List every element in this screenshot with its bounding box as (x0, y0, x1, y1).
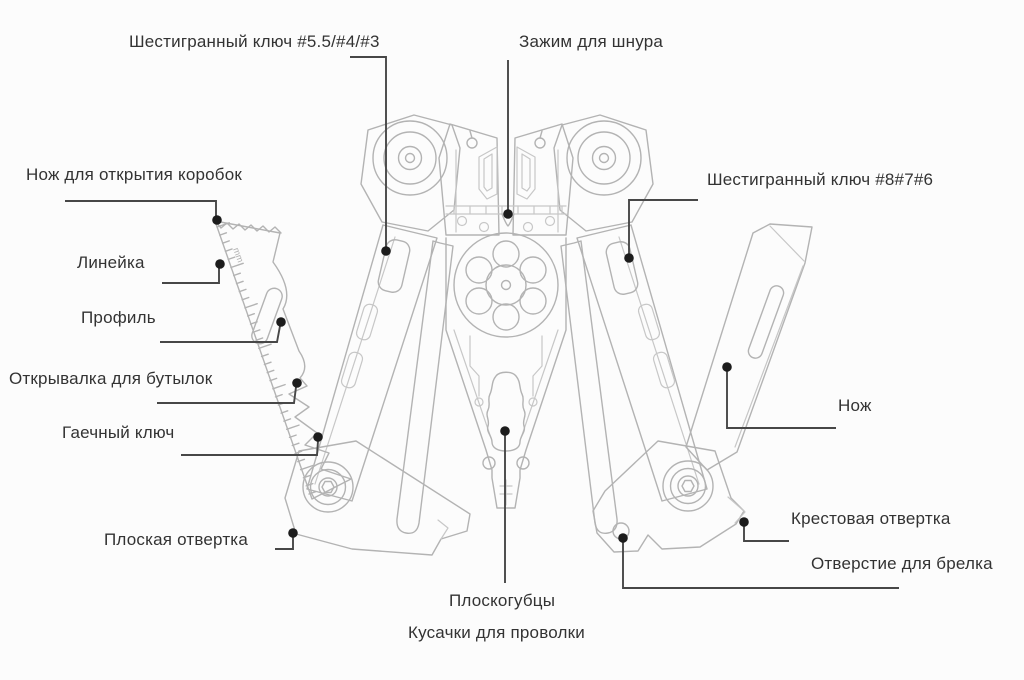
label-profile: Профиль (81, 308, 156, 327)
leader-hex-key-large (628, 199, 698, 254)
plier-jaws-lower-drawing (445, 237, 567, 509)
right-handle-drawing (560, 224, 708, 534)
left-pivot-head-drawing (360, 114, 461, 232)
label-pliers: Плоскогубцы (449, 591, 556, 610)
label-bottle-opener: Открывалка для бутылок (9, 369, 213, 388)
ruler-arm-drawing: mm (214, 220, 352, 500)
leader-flat-screwdriver (275, 537, 294, 550)
plier-head-upper-drawing (438, 123, 574, 236)
dot-pliers (500, 426, 510, 436)
leader-phillips (743, 526, 789, 542)
leader-box-knife (65, 200, 217, 217)
label-box-knife: Нож для открытия коробок (26, 165, 243, 184)
dot-profile (276, 317, 286, 327)
right-bottom-pivot-drawing (592, 440, 746, 553)
left-handle-drawing (306, 224, 454, 534)
label-flat-screwdriver: Плоская отвертка (104, 530, 248, 549)
label-wire-cutters: Кусачки для проволки (408, 623, 585, 642)
dot-ruler (215, 259, 225, 269)
dot-cord-clamp (503, 209, 513, 219)
leader-ruler (162, 268, 220, 284)
dot-wrench (313, 432, 323, 442)
right-pivot-head-drawing (553, 114, 654, 232)
label-hex-key-large: Шестигранный ключ #8#7#6 (707, 170, 934, 189)
dot-hex-key-large (624, 253, 634, 263)
label-wrench: Гаечный ключ (62, 423, 175, 442)
dot-keyring-hole (618, 533, 628, 543)
left-bottom-pivot-drawing (284, 440, 471, 556)
leader-wrench (181, 440, 319, 456)
dot-bottle-opener (292, 378, 302, 388)
leader-lines (65, 56, 899, 589)
leader-bottle-opener (157, 386, 297, 404)
leader-profile (160, 325, 281, 343)
leader-knife (726, 371, 836, 429)
label-cord-clamp: Зажим для шнура (519, 32, 664, 51)
label-hex-key-small: Шестигранный ключ #5.5/#4/#3 (129, 32, 380, 51)
leader-hex-key-small (350, 56, 387, 248)
label-keyring-hole: Отверстие для брелка (811, 554, 993, 573)
dot-knife (722, 362, 732, 372)
dot-flat-screwdriver (288, 528, 298, 538)
hex-bit-wheel-drawing (453, 232, 559, 338)
dot-hex-key-small (381, 246, 391, 256)
label-phillips-screwdriver: Крестовая отвертка (791, 509, 951, 528)
leader-keyring-hole (622, 542, 899, 589)
dot-phillips (739, 517, 749, 527)
label-ruler: Линейка (77, 253, 145, 272)
ruler-unit-text: mm (231, 246, 246, 264)
knife-blade-drawing (685, 223, 813, 471)
label-knife: Нож (838, 396, 872, 415)
dot-box-knife (212, 215, 222, 225)
